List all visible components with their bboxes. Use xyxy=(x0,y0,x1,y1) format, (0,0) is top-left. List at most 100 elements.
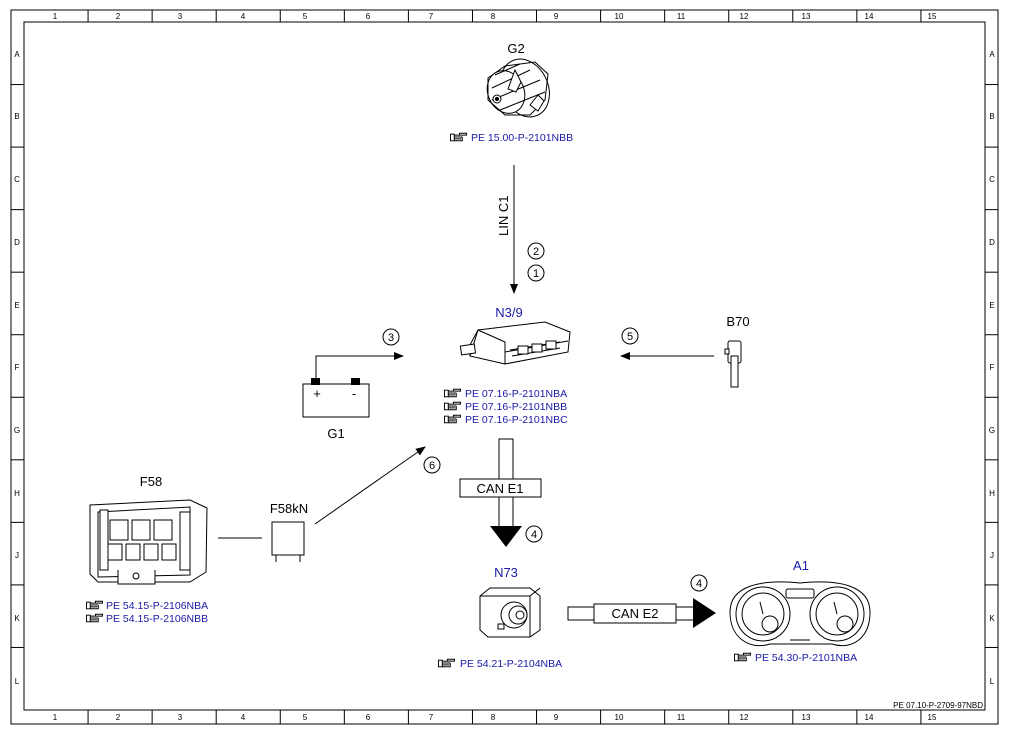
row-label: C xyxy=(989,175,995,184)
row-label: A xyxy=(989,50,995,59)
g2-ref-link[interactable]: PE 15.00-P-2101NBB xyxy=(471,132,573,144)
col-label: 4 xyxy=(241,12,246,21)
col-label: 3 xyxy=(178,12,183,21)
marker-4-text: 4 xyxy=(696,578,702,590)
col-label: 14 xyxy=(865,713,874,722)
row-label: G xyxy=(14,426,20,435)
relay-icon xyxy=(271,521,305,562)
col-label: 10 xyxy=(615,713,624,722)
can-e2-label: CAN E2 xyxy=(612,606,659,621)
g2-references: PE 15.00-P-2101NBB xyxy=(450,132,573,144)
connection-lin-c1: LIN C1 xyxy=(496,165,518,294)
drawing-frame xyxy=(10,9,999,725)
can-e1-label: CAN E1 xyxy=(477,481,524,496)
col-label: 13 xyxy=(802,713,811,722)
row-label: H xyxy=(14,489,20,498)
f58-label: F58 xyxy=(140,474,162,489)
row-label: A xyxy=(14,50,20,59)
row-ruler xyxy=(11,84,998,648)
n3-9-ref-link[interactable]: PE 07.16-P-2101NBA xyxy=(465,388,567,400)
col-label: 1 xyxy=(53,713,58,722)
n3-9-label: N3/9 xyxy=(495,305,522,320)
row-label: L xyxy=(990,677,995,686)
col-label: 15 xyxy=(928,12,937,21)
component-g2[interactable]: G2 PE 15.00-P-2101NBB xyxy=(450,41,573,144)
n3-9-references: PE 07.16-P-2101NBA PE 07.16-P-2101NBB PE… xyxy=(444,388,568,426)
marker-5-text: 5 xyxy=(627,331,633,343)
g1-arrow xyxy=(315,352,404,378)
row-label: B xyxy=(14,112,19,121)
col-label: 13 xyxy=(802,12,811,21)
col-label: 8 xyxy=(491,713,496,722)
control-unit-icon xyxy=(459,321,571,365)
col-label: 11 xyxy=(677,713,686,722)
marker-2: 2 xyxy=(527,242,545,260)
marker-5: 5 xyxy=(621,327,639,345)
can-e1-arrowhead xyxy=(490,526,522,547)
col-label: 15 xyxy=(928,713,937,722)
n73-label: N73 xyxy=(494,565,518,580)
marker-3-text: 3 xyxy=(388,332,394,344)
alternator-icon xyxy=(486,58,550,118)
row-label: F xyxy=(990,363,995,372)
col-label: 6 xyxy=(366,713,371,722)
component-b70[interactable]: B70 xyxy=(724,314,750,388)
can-e2-arrowhead xyxy=(693,598,716,628)
battery-icon: + - xyxy=(302,378,370,418)
f58kn-label: F58kN xyxy=(270,501,308,516)
marker-4-can-e1: 4 xyxy=(525,525,543,543)
row-label: F xyxy=(15,363,20,372)
n73-ref-link[interactable]: PE 54.21-P-2104NBA xyxy=(460,658,562,670)
pointing-hand-icon xyxy=(444,388,461,398)
col-label: 5 xyxy=(303,12,308,21)
fuse-box-icon xyxy=(89,499,208,585)
f58-references: PE 54.15-P-2106NBA PE 54.15-P-2106NBB xyxy=(86,600,208,625)
sensor-icon xyxy=(724,340,742,388)
f58-ref-link[interactable]: PE 54.15-P-2106NBA xyxy=(106,600,208,612)
instrument-cluster-icon xyxy=(729,581,871,647)
connection-can-e2: CAN E2 xyxy=(567,598,716,628)
component-f58kn[interactable]: F58kN xyxy=(270,501,308,562)
col-label: 11 xyxy=(677,12,686,21)
n3-9-ref-link[interactable]: PE 07.16-P-2101NBC xyxy=(465,414,568,426)
connection-g1-n3-9 xyxy=(315,352,404,378)
pointing-hand-icon xyxy=(734,652,751,662)
col-label: 10 xyxy=(615,12,624,21)
connection-can-e1: CAN E1 xyxy=(459,438,542,547)
row-label: C xyxy=(14,175,20,184)
marker-1: 1 xyxy=(527,264,545,282)
lin-c1-label: LIN C1 xyxy=(496,196,511,236)
component-f58[interactable]: F58 PE 54.15-P-2106NBA PE 54.15-P-2106NB… xyxy=(86,474,208,625)
component-n3-9[interactable]: N3/9 PE 07.16-P-2101NBA PE 07.16-P-2101N… xyxy=(444,305,571,426)
col-label: 12 xyxy=(740,12,749,21)
column-labels-top: 1 2 3 4 5 6 7 8 9 10 11 12 13 14 15 xyxy=(53,12,937,21)
pointing-hand-icon xyxy=(86,613,103,623)
col-label: 14 xyxy=(865,12,874,21)
n73-references: PE 54.21-P-2104NBA xyxy=(438,658,562,670)
marker-6: 6 xyxy=(423,456,441,474)
pointing-hand-icon xyxy=(438,658,455,668)
col-label: 9 xyxy=(554,12,559,21)
a1-references: PE 54.30-P-2101NBA xyxy=(734,652,857,664)
component-g1[interactable]: + - G1 xyxy=(302,378,370,441)
a1-label: A1 xyxy=(793,558,809,573)
pointing-hand-icon xyxy=(444,414,461,424)
a1-ref-link[interactable]: PE 54.30-P-2101NBA xyxy=(755,652,857,664)
col-label: 1 xyxy=(53,12,58,21)
component-a1[interactable]: A1 PE 54.30-P-2101NBA xyxy=(729,558,871,664)
connection-f58kn-n3-9 xyxy=(314,446,426,525)
row-label: J xyxy=(15,551,19,560)
marker-2-text: 2 xyxy=(533,246,539,258)
row-label: L xyxy=(15,677,20,686)
col-label: 9 xyxy=(554,713,559,722)
row-label: G xyxy=(989,426,995,435)
row-label: K xyxy=(989,614,995,623)
col-label: 7 xyxy=(429,713,434,722)
f58-ref-link[interactable]: PE 54.15-P-2106NBB xyxy=(106,613,208,625)
n3-9-ref-link[interactable]: PE 07.16-P-2101NBB xyxy=(465,401,567,413)
marker-4-text: 4 xyxy=(531,529,537,541)
component-n73[interactable]: N73 PE 54.21-P-2104NBA xyxy=(438,565,562,670)
col-label: 12 xyxy=(740,713,749,722)
column-labels-bottom: 1 2 3 4 5 6 7 8 9 10 11 12 13 14 15 xyxy=(53,713,937,722)
